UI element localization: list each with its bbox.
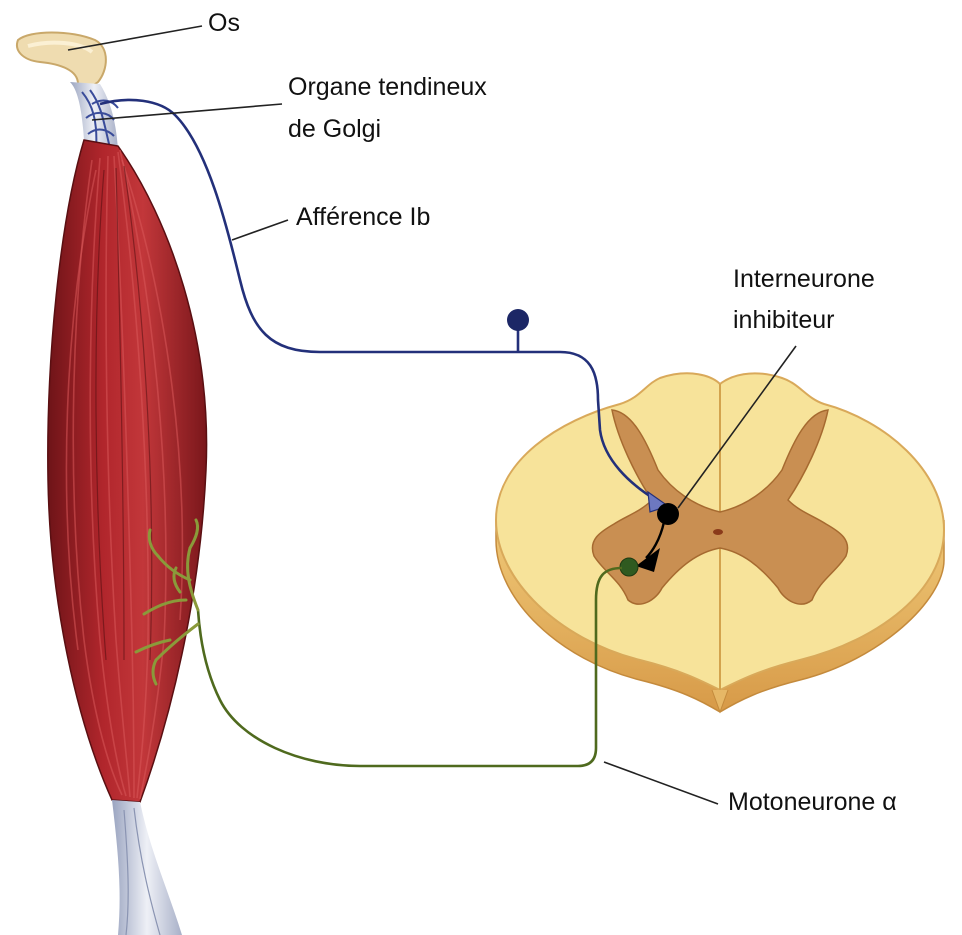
central-canal	[713, 529, 723, 535]
dorsal-root-ganglion-soma	[507, 309, 529, 331]
bone	[17, 33, 106, 88]
label-bone: Os	[208, 8, 240, 39]
muscle	[48, 140, 207, 802]
lower-tendon	[112, 800, 182, 935]
leader-afferent	[232, 220, 288, 240]
label-interneuron-line1: Interneurone	[733, 264, 875, 295]
leader-golgi	[92, 104, 282, 120]
label-interneuron-line2: inhibiteur	[733, 305, 834, 336]
label-motoneuron: Motoneurone α	[728, 787, 897, 818]
spinal-cord	[496, 373, 944, 712]
leader-motoneuron	[604, 762, 718, 804]
label-afferent: Afférence Ib	[296, 202, 430, 233]
label-golgi-line1: Organe tendineux	[288, 72, 487, 103]
label-golgi-line2: de Golgi	[288, 114, 381, 145]
alpha-motoneuron	[620, 558, 638, 576]
